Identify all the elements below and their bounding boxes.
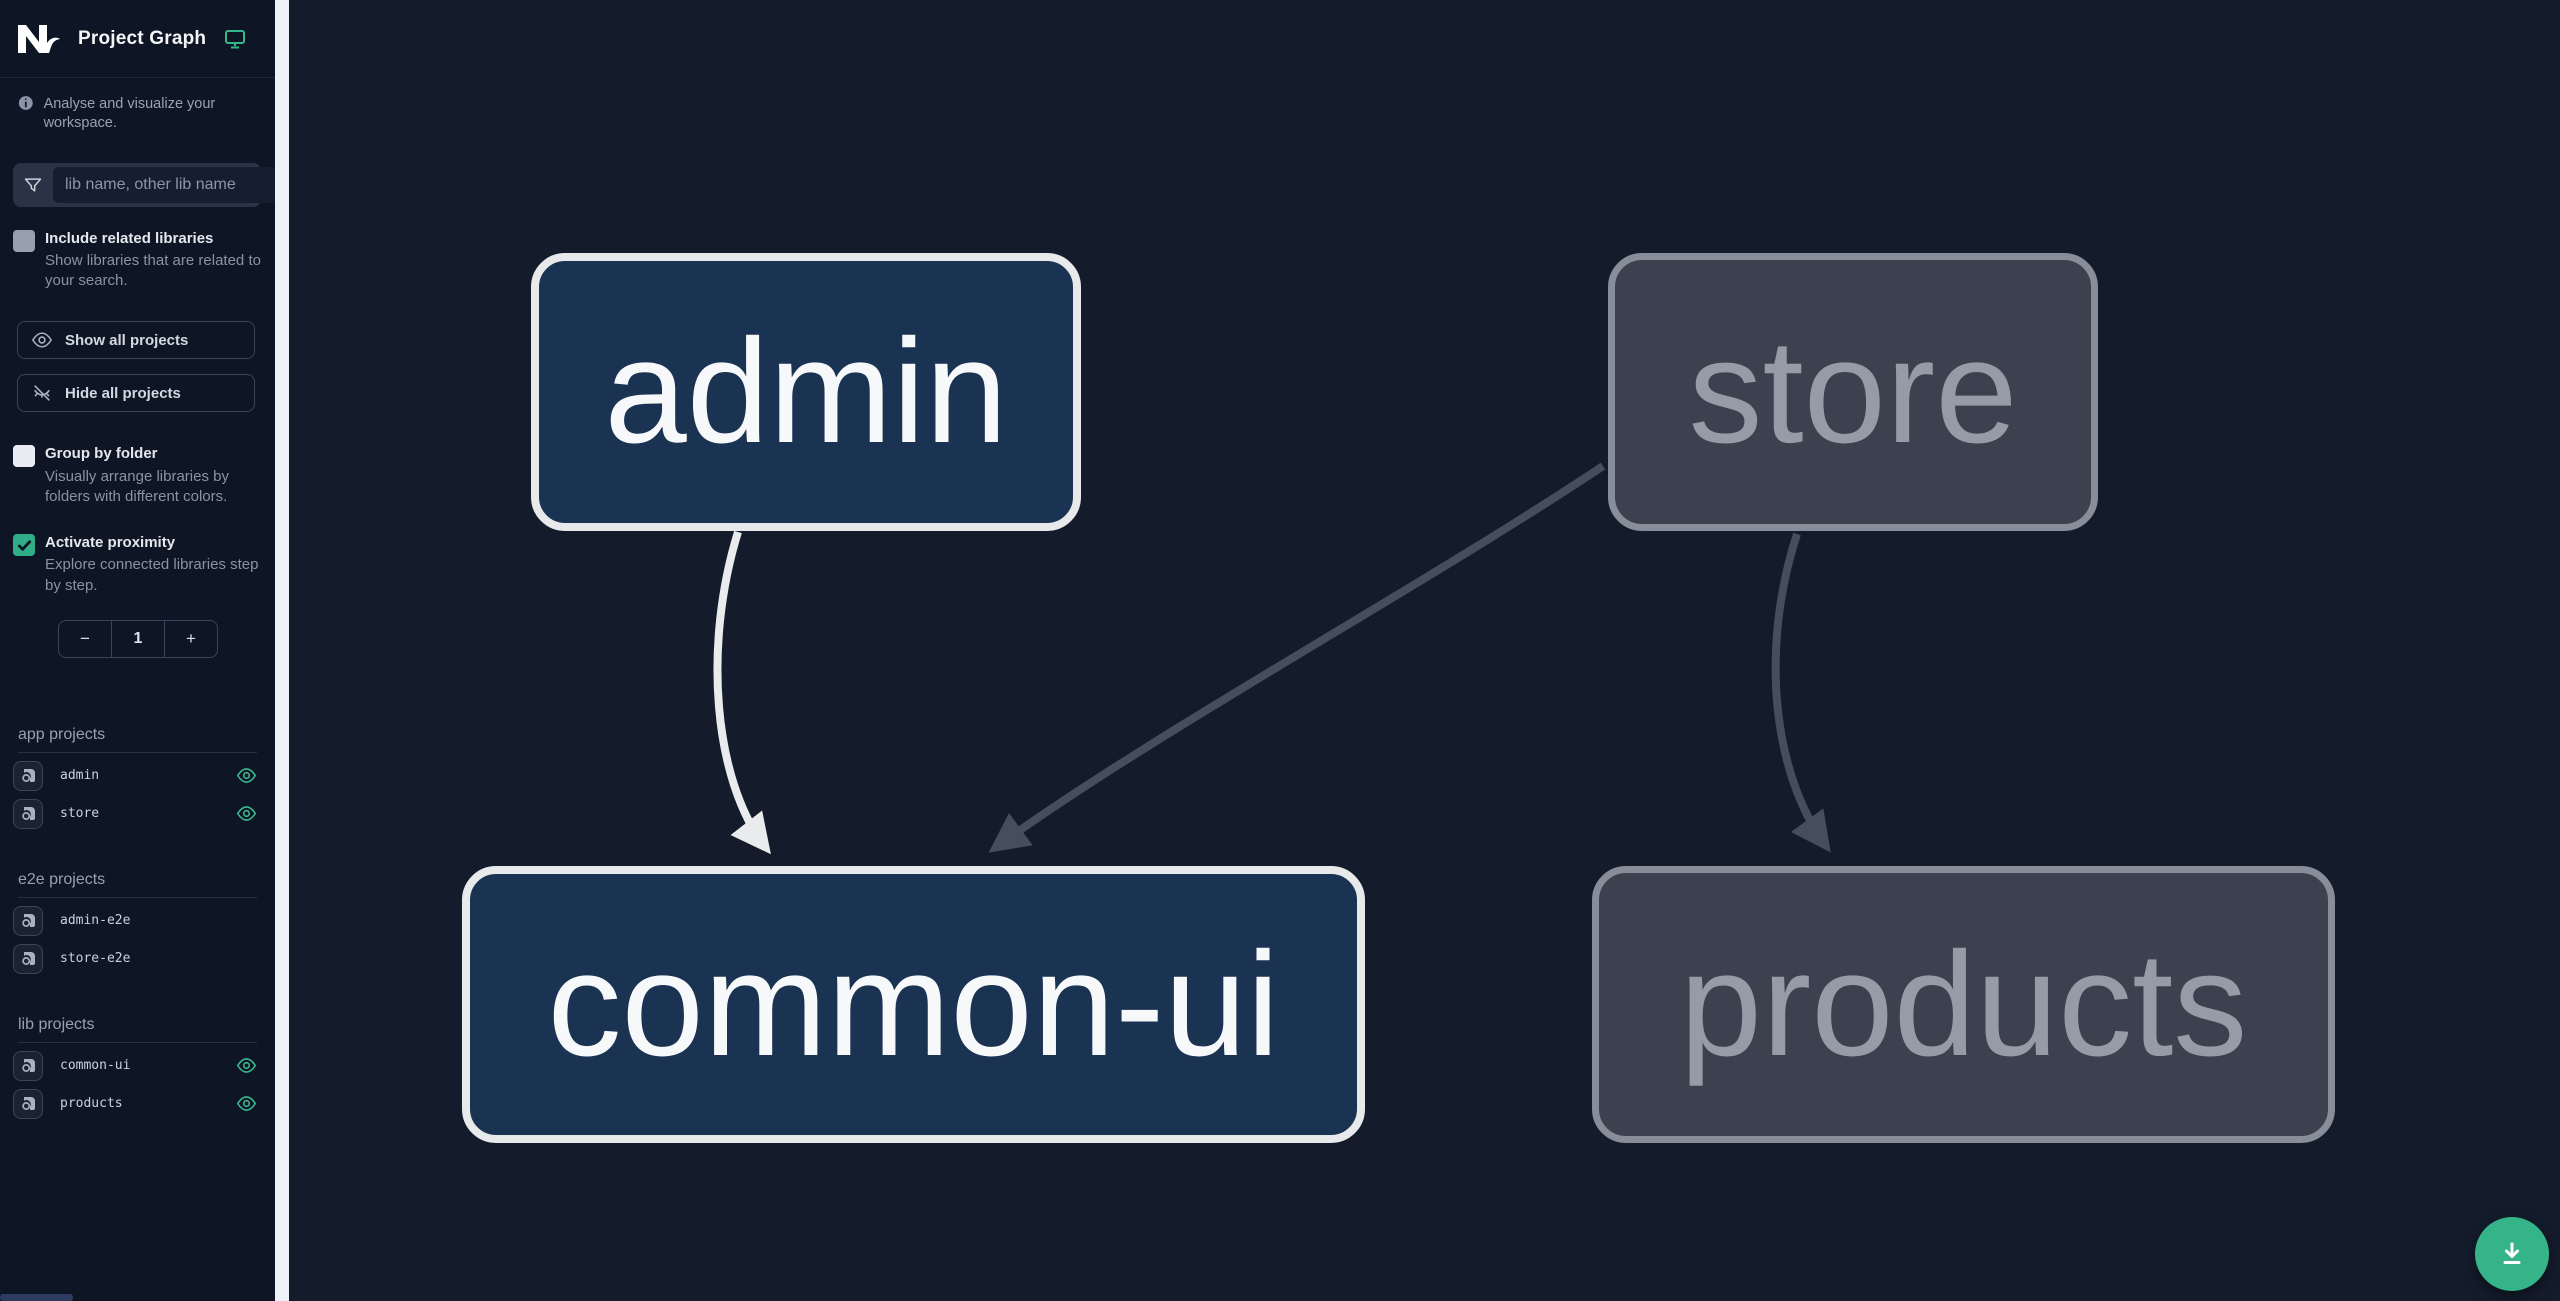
- show-all-projects-button[interactable]: Show all projects: [17, 321, 255, 360]
- download-icon: [2503, 1242, 2521, 1264]
- section-title: lib projects: [18, 1016, 257, 1043]
- section-title: e2e projects: [18, 871, 257, 898]
- sidebar: Project Graph Analyse and visualize your…: [0, 0, 275, 1301]
- checkbox-include-related[interactable]: [13, 229, 35, 252]
- project-row-store-e2e[interactable]: store-e2e: [13, 943, 257, 974]
- option-description: Visually arrange libraries by folders wi…: [45, 467, 229, 505]
- eye-icon[interactable]: [236, 1093, 257, 1114]
- section-title: app projects: [18, 726, 257, 753]
- proximity-decrease-button[interactable]: −: [59, 621, 111, 657]
- node-label: common-ui: [547, 921, 1280, 1087]
- horizontal-scrollbar-thumb[interactable]: [0, 1294, 73, 1301]
- project-row-common-ui[interactable]: common-ui: [13, 1050, 257, 1081]
- graph-node-admin[interactable]: admin: [531, 253, 1081, 531]
- show-all-label: Show all projects: [65, 331, 189, 349]
- option-activate-proximity: Activate proximity Explore connected lib…: [13, 533, 261, 596]
- download-image-button[interactable]: [2475, 1217, 2549, 1291]
- hide-all-projects-button[interactable]: Hide all projects: [17, 374, 255, 413]
- project-icon: [13, 1050, 43, 1081]
- eye-off-icon: [34, 385, 50, 402]
- project-icon: [13, 905, 43, 936]
- option-description: Explore connected libraries step by step…: [45, 556, 259, 594]
- info-icon: [18, 96, 33, 110]
- search-input[interactable]: [53, 166, 275, 203]
- filter-icon: [13, 175, 53, 195]
- project-row-products[interactable]: products: [13, 1088, 257, 1119]
- node-label: products: [1679, 921, 2248, 1087]
- proximity-stepper: − 1 +: [58, 619, 218, 658]
- check-icon: [17, 540, 31, 551]
- section-e2e-projects: e2e projects admin-e2e store-: [0, 871, 275, 974]
- node-label: admin: [604, 309, 1008, 474]
- project-row-admin-e2e[interactable]: admin-e2e: [13, 905, 257, 936]
- project-name: store-e2e: [60, 951, 131, 967]
- app-title: Project Graph: [78, 27, 207, 49]
- option-group-by-folder: Group by folder Visually arrange librari…: [13, 444, 261, 507]
- section-app-projects: app projects admin: [0, 726, 275, 829]
- eye-icon[interactable]: [236, 1055, 257, 1076]
- monitor-icon[interactable]: [224, 29, 246, 49]
- proximity-increase-button[interactable]: +: [164, 620, 217, 657]
- section-lib-projects: lib projects common-ui: [0, 1016, 275, 1119]
- project-name: admin-e2e: [60, 913, 131, 929]
- sidebar-header: Project Graph: [0, 0, 275, 78]
- eye-icon[interactable]: [236, 803, 257, 824]
- project-row-store[interactable]: store: [13, 798, 257, 829]
- eye-icon[interactable]: [236, 765, 257, 786]
- option-label[interactable]: Activate proximity: [45, 534, 176, 552]
- hide-all-label: Hide all projects: [65, 384, 181, 402]
- option-label[interactable]: Group by folder: [45, 445, 158, 463]
- project-row-admin[interactable]: admin: [13, 760, 257, 791]
- eye-icon: [31, 332, 53, 349]
- graph-node-common-ui[interactable]: common-ui: [462, 866, 1365, 1143]
- option-include-related: Include related libraries Show libraries…: [13, 229, 261, 292]
- graph-node-products[interactable]: products: [1592, 866, 2335, 1143]
- proximity-value[interactable]: 1: [111, 620, 164, 657]
- project-name: admin: [60, 768, 100, 784]
- project-name: common-ui: [60, 1058, 131, 1074]
- project-icon: [13, 760, 43, 791]
- workspace-tagline: Analyse and visualize your workspace.: [43, 96, 216, 131]
- workspace-tagline-row: Analyse and visualize your workspace.: [0, 78, 275, 133]
- sidebar-resize-handle[interactable]: [275, 0, 289, 1301]
- project-icon: [13, 1088, 43, 1119]
- search-box: [13, 162, 275, 207]
- project-icon: [13, 798, 43, 829]
- graph-node-store[interactable]: store: [1608, 253, 2098, 531]
- checkbox-activate-proximity[interactable]: [13, 534, 35, 557]
- node-label: store: [1688, 309, 2018, 474]
- project-icon: [13, 943, 43, 974]
- project-name: products: [60, 1096, 123, 1112]
- option-label[interactable]: Include related libraries: [45, 229, 214, 247]
- project-name: store: [60, 806, 100, 822]
- option-description: Show libraries that are related to your …: [45, 251, 261, 290]
- nx-logo-icon: [18, 24, 60, 53]
- checkbox-group-by-folder[interactable]: [13, 445, 35, 468]
